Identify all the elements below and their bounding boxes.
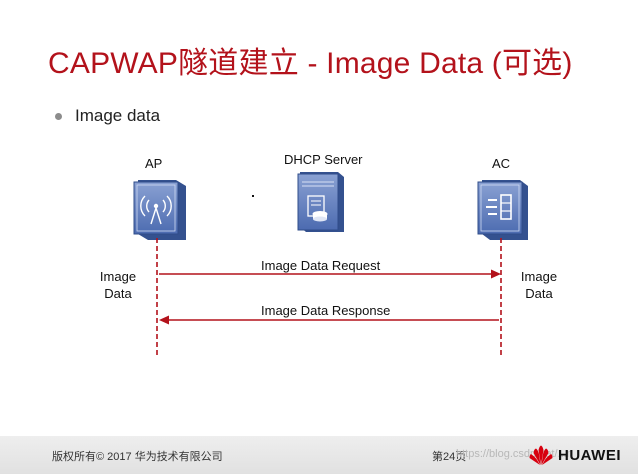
request-message-label: Image Data Request — [261, 258, 381, 273]
brand-name: HUAWEI — [558, 446, 621, 464]
ap-image-data-line2: Data — [104, 286, 132, 301]
ac-image-data-label: Image Data — [509, 268, 569, 302]
response-message-label: Image Data Response — [261, 303, 391, 318]
response-arrow — [159, 315, 499, 325]
bullet-item: Image data — [55, 106, 160, 126]
bullet-dot-icon — [55, 112, 62, 120]
stray-dot — [252, 195, 254, 197]
ac-label: AC — [492, 156, 511, 171]
ac-image-data-line2: Data — [525, 286, 553, 301]
access-controller-icon — [477, 180, 528, 240]
copyright-text: 版权所有© 2017 华为技术有限公司 — [52, 451, 223, 463]
brand-logo: HUAWEI — [528, 444, 621, 466]
slide-title: CAPWAP隧道建立 - Image Data (可选) — [48, 47, 573, 80]
wireless-ap-icon — [133, 180, 186, 240]
bullet-text: Image data — [75, 106, 161, 125]
ac-image-data-line1: Image — [520, 269, 558, 284]
huawei-logo-icon — [529, 445, 553, 465]
server-icon — [297, 172, 344, 232]
ap-label: AP — [145, 156, 163, 171]
page-number: 第24页 — [432, 451, 467, 463]
dhcp-server-label: DHCP Server — [284, 152, 363, 167]
ap-image-data-line1: Image — [99, 269, 137, 284]
ap-image-data-label: Image Data — [88, 268, 148, 302]
request-arrow — [159, 269, 501, 279]
